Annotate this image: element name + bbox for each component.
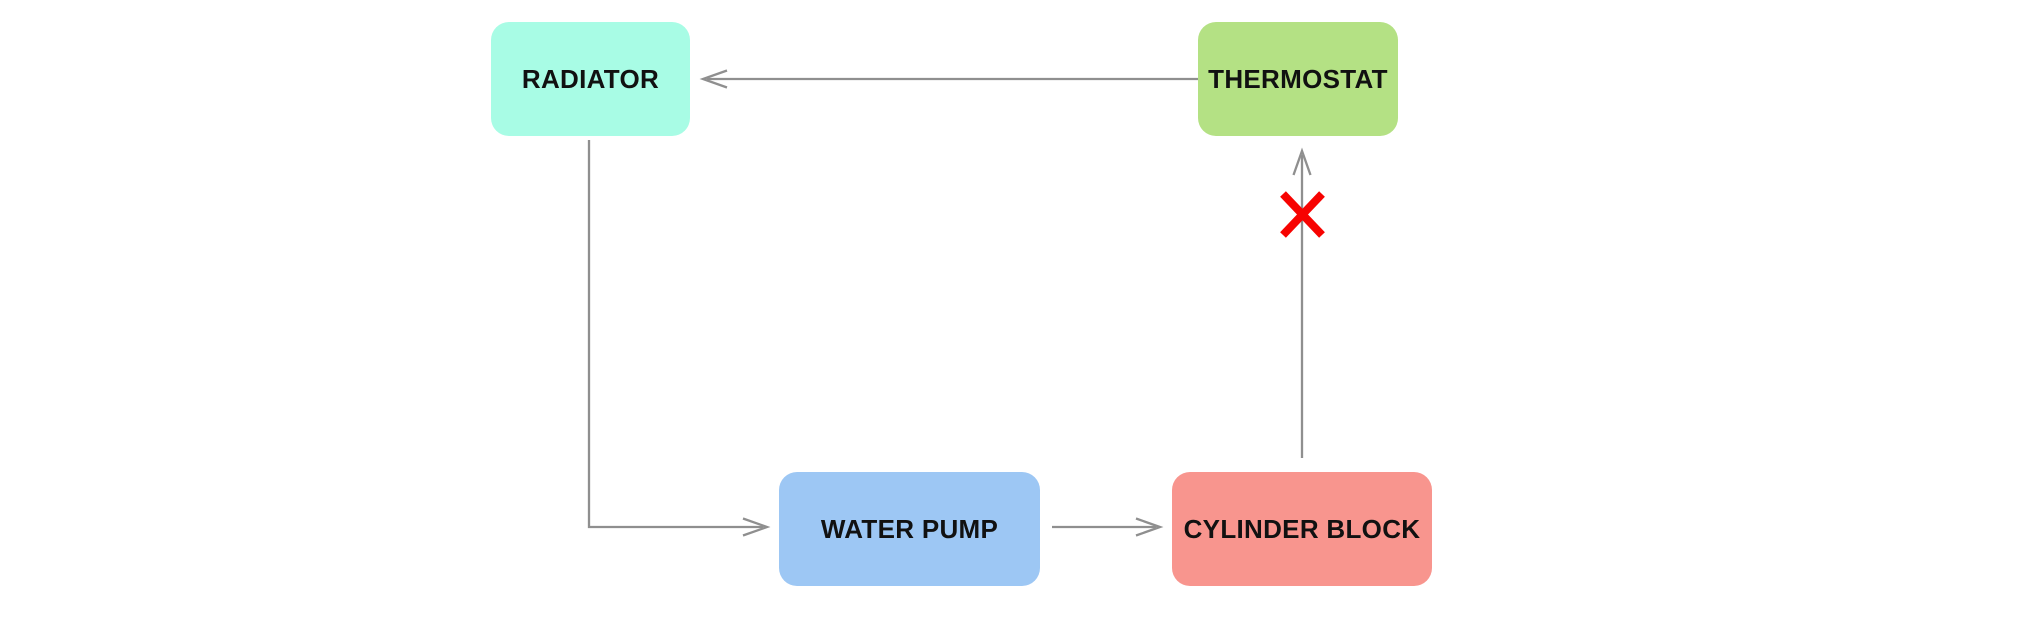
cross-stroke — [1280, 191, 1325, 238]
node-radiator: RADIATOR — [491, 22, 690, 136]
node-water-pump-label: WATER PUMP — [820, 513, 999, 544]
node-cylinder-block: CYLINDER BLOCK — [1172, 472, 1432, 586]
blocked-cross-icon — [1280, 191, 1325, 238]
arrowhead-up-icon — [1292, 147, 1312, 176]
node-radiator-label: RADIATOR — [521, 63, 660, 94]
edge-line — [587, 140, 763, 529]
arrowhead-right-icon — [1135, 517, 1164, 537]
node-water-pump: WATER PUMP — [779, 472, 1040, 586]
node-thermostat-label: THERMOSTAT — [1208, 63, 1388, 94]
node-thermostat: THERMOSTAT — [1198, 22, 1398, 136]
arrowhead-right-icon — [742, 517, 771, 537]
edge-cylinder-block-to-thermostat — [1280, 147, 1325, 458]
edge-radiator-to-water-pump — [587, 140, 771, 537]
edge-thermostat-to-radiator — [699, 69, 1198, 89]
arrowhead-left-icon — [699, 69, 728, 89]
node-cylinder-block-label: CYLINDER BLOCK — [1183, 513, 1421, 544]
edge-water-pump-to-cylinder-block — [1052, 517, 1164, 537]
